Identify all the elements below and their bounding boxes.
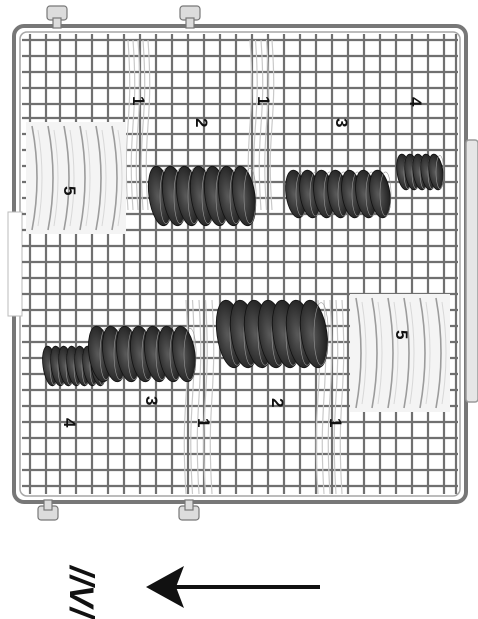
rack-left-gap: [8, 212, 22, 316]
label-bottom-1a: 1: [194, 418, 213, 427]
plate-section-4-top-edge: [436, 155, 444, 188]
rack-frame: [14, 26, 466, 502]
label-top-1b: 1: [254, 96, 273, 105]
label-bottom-5: 5: [392, 330, 411, 339]
plate-section-3-top-edge: [380, 172, 391, 216]
rack-side-handle: [466, 140, 478, 402]
plate-section-3-bottom-edge: [184, 328, 196, 380]
plate-section-2-bottom-edge: [314, 303, 328, 366]
white-plate-block-top: [26, 122, 126, 234]
label-bottom-3: 3: [142, 396, 161, 405]
label-top-3: 3: [332, 118, 351, 127]
direction-marker-text: //V/: [62, 564, 100, 619]
white-plate-block-bottom: [350, 294, 450, 412]
label-bottom-4: 4: [60, 418, 79, 428]
label-bottom-1b: 1: [326, 418, 345, 427]
plate-section-2-top-edge: [244, 168, 256, 223]
label-bottom-2: 2: [268, 398, 287, 407]
label-top-5: 5: [60, 186, 79, 195]
label-top-4: 4: [406, 97, 425, 107]
label-top-1a: 1: [129, 96, 148, 105]
label-top-2: 2: [192, 118, 211, 127]
direction-indicator: //V/: [62, 564, 320, 619]
